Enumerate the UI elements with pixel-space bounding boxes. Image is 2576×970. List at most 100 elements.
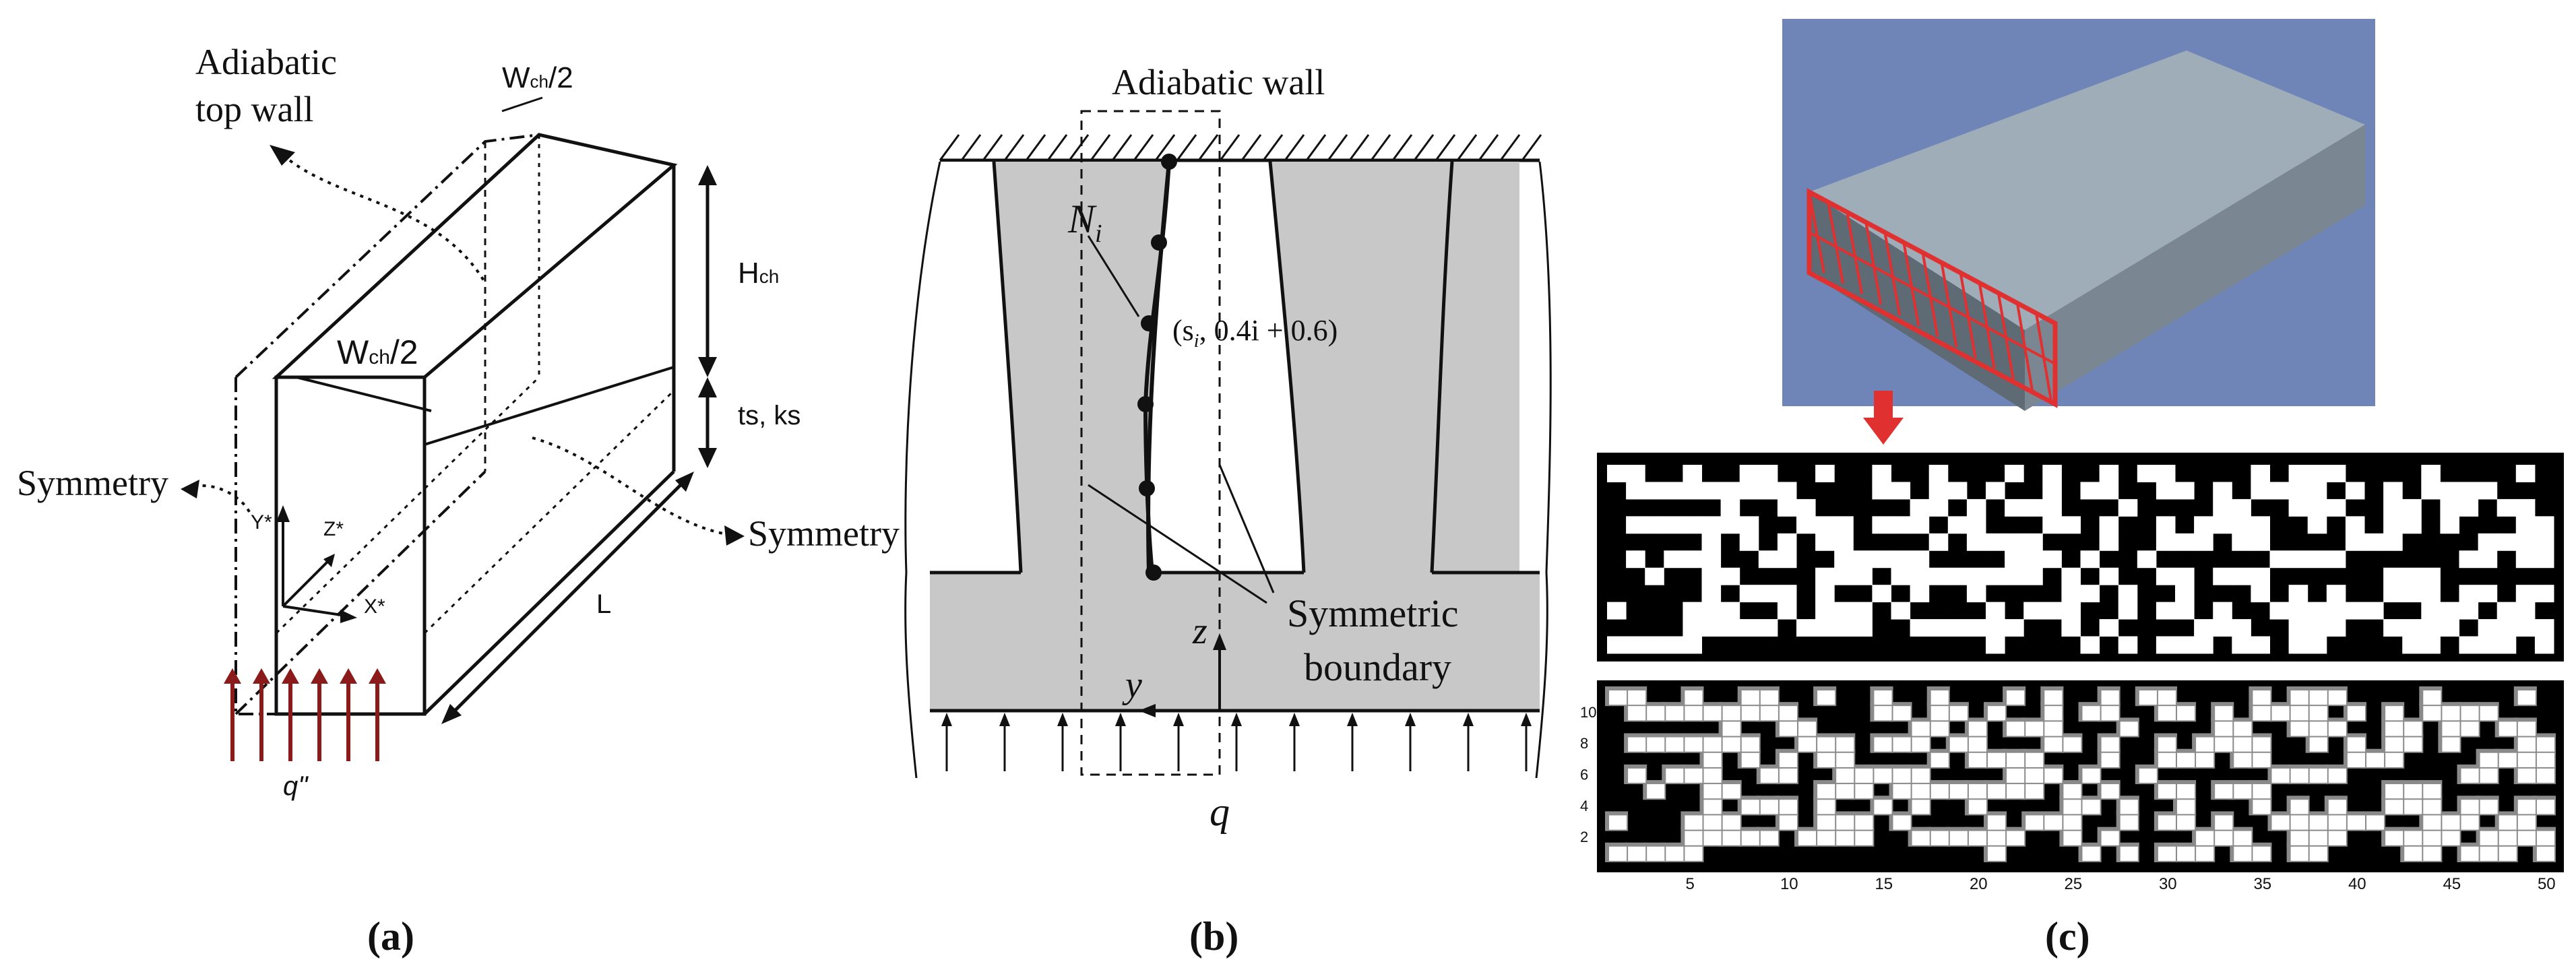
binary-cell-open (2232, 636, 2251, 654)
binary-cell-open (2496, 636, 2517, 654)
L-dim (443, 474, 692, 722)
binary-cell-open (1720, 482, 1740, 500)
contour-cell-open (1609, 815, 1627, 830)
contour-cell-open (1798, 721, 1817, 736)
section-hatch-line (1846, 212, 1864, 294)
contour-cell-open (2517, 800, 2536, 814)
x-axis-head (340, 610, 357, 623)
section-hatch-line (1921, 252, 1939, 337)
binary-cell-open (1720, 498, 1740, 517)
binary-cell-open (2137, 550, 2157, 569)
binary-cell-open (2307, 516, 2327, 534)
contour-cell-open (2253, 846, 2271, 861)
binary-cell-open (1815, 533, 1835, 551)
contour-cell-open (2536, 737, 2554, 752)
binary-cell-open (1966, 585, 1986, 603)
contour-cell-open (2120, 800, 2138, 814)
contour-cell-open (1912, 721, 1930, 736)
binary-cell-open (1720, 619, 1740, 637)
binary-cell-open (2383, 482, 2403, 500)
contour-cell-open (1685, 831, 1703, 845)
red-arrow-head (1863, 418, 1904, 445)
binary-cell-open (2421, 482, 2441, 500)
binary-cell-open (2288, 585, 2308, 603)
binary-cell-open (1683, 465, 1702, 482)
control-point (1137, 396, 1154, 412)
heat-flux-arrow-head (340, 668, 357, 684)
contour-cell-open (2423, 846, 2441, 861)
contour-cell-open (2215, 784, 2233, 799)
binary-cell-open (1607, 465, 1627, 482)
contour-cell-open (2063, 784, 2081, 799)
contour-cell-open (2044, 690, 2063, 705)
contour-cell-open (2007, 721, 2025, 736)
hatch-line (939, 134, 960, 161)
binary-cell-open (1947, 619, 1968, 637)
binary-cell-open (1834, 550, 1854, 569)
contour-cell-open (1836, 815, 1854, 830)
contour-cell-open (1855, 784, 1873, 799)
hatch-line (1219, 134, 1240, 161)
contour-cell-open (2309, 721, 2327, 736)
hatch-line (1435, 134, 1456, 161)
binary-cell-open (2534, 550, 2554, 569)
binary-cell-open (2251, 516, 2270, 534)
hatch-line (1240, 134, 1262, 161)
contour-cell-open (2271, 815, 2290, 830)
contour-y-tick: 4 (1580, 798, 1588, 814)
binary-cell-open (1758, 465, 1778, 482)
hatch-line (1068, 134, 1090, 161)
contour-cell-open (2461, 800, 2479, 814)
binary-cell-open (2156, 602, 2176, 620)
hatch-line (1478, 134, 1499, 161)
fin-right-fill (1270, 162, 1519, 573)
inner-dashed-2 (275, 376, 540, 635)
binary-cell-open (2383, 533, 2403, 551)
binary-cell-open (1777, 550, 1797, 569)
binary-cell-open (2364, 602, 2384, 620)
binary-cell-open (1701, 482, 1722, 500)
binary-cell-open (1701, 619, 1722, 637)
contour-cell-open (2499, 752, 2517, 767)
binary-cell-open (2175, 602, 2195, 620)
contour-cell-open (2442, 815, 2460, 830)
binary-cell-open (2288, 636, 2308, 654)
x-axis-label: X* (364, 595, 385, 618)
contour-cell-open (2234, 721, 2252, 736)
contour-cell-open (1628, 768, 1646, 783)
symmetry-right-pointer (532, 437, 735, 537)
binary-cell-open (2251, 636, 2270, 654)
contour-cell-open (1817, 737, 1835, 752)
heat-flux-arrow-head (311, 668, 328, 684)
binary-cell-open (2156, 636, 2176, 654)
binary-cell-open (1966, 533, 1986, 551)
ts-ks-label: ts, ks (738, 401, 800, 430)
binary-cell-open (1720, 602, 1740, 620)
binary-cell-open (2383, 516, 2403, 534)
contour-cell-open (1836, 752, 1854, 767)
bottom-arrow-head (941, 713, 952, 726)
hatch-line (1046, 134, 1068, 161)
binary-cell-open (2232, 567, 2251, 585)
binary-cell-open (2440, 602, 2459, 620)
contour-cell-open (1628, 690, 1646, 705)
h-label: Hch (738, 257, 779, 290)
contour-cell-open (2253, 706, 2271, 721)
binary-cell-open (2194, 516, 2213, 534)
contour-cell-open (2290, 831, 2308, 845)
contour-cell-open (2139, 768, 2157, 783)
contour-y-tick: 10 (1580, 704, 1596, 721)
binary-cell-open (1986, 636, 2005, 654)
binary-cell-open (1683, 619, 1702, 637)
contour-cell-open (1703, 800, 1722, 814)
contour-cell-open (2044, 737, 2063, 752)
section-hatch-line (1883, 232, 1902, 316)
binary-cell-open (2345, 482, 2365, 500)
binary-cell-open (2005, 550, 2024, 569)
binary-cell-open (2156, 567, 2176, 585)
contour-x-tick: 25 (2064, 875, 2082, 893)
binary-cell-open (1777, 602, 1797, 620)
heat-flux-arrow-head (369, 668, 386, 684)
binary-cell-open (1834, 602, 1854, 620)
contour-cell-open (2063, 815, 2081, 830)
